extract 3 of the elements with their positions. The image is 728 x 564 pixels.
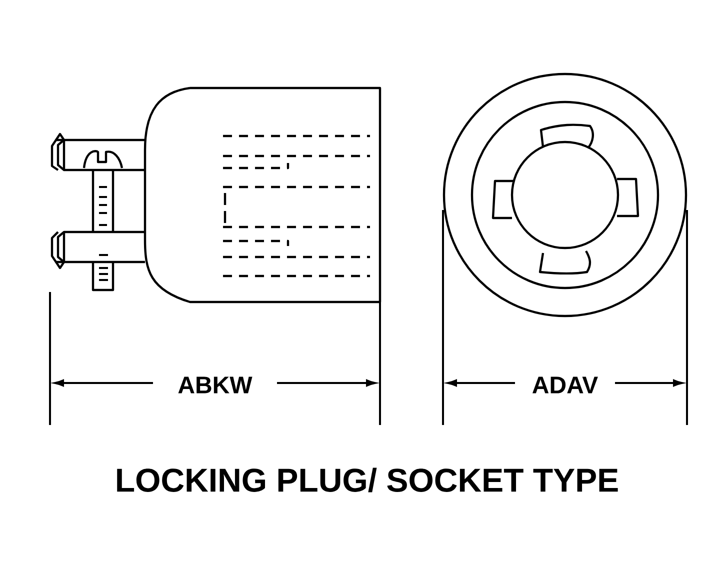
caption: LOCKING PLUG/ SOCKET TYPE bbox=[117, 468, 618, 492]
dimension-label: ABKW bbox=[178, 376, 252, 394]
dimension-label: ADAV bbox=[532, 376, 598, 394]
